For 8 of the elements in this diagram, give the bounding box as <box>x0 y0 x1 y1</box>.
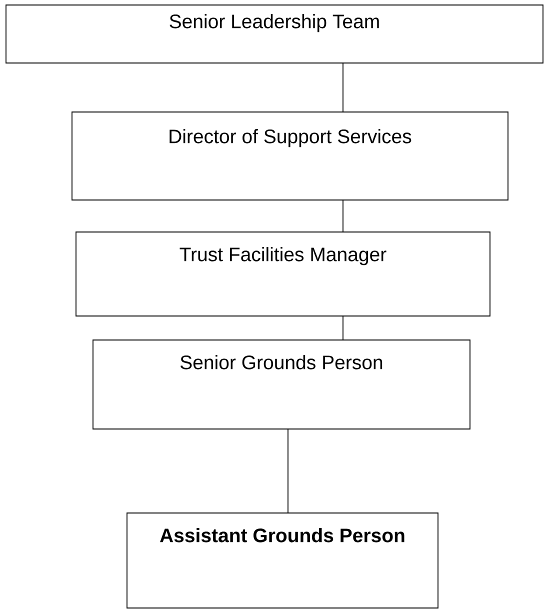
org-box: Senior Grounds Person <box>92 340 470 430</box>
org-box: Trust Facilities Manager <box>76 232 490 316</box>
connector-line <box>342 63 344 112</box>
connector-line <box>342 200 344 232</box>
org-box: Assistant Grounds Person <box>126 512 438 608</box>
org-box: Senior Leadership Team <box>6 4 544 64</box>
org-box: Director of Support Services <box>72 112 508 200</box>
connector-line <box>342 316 344 340</box>
